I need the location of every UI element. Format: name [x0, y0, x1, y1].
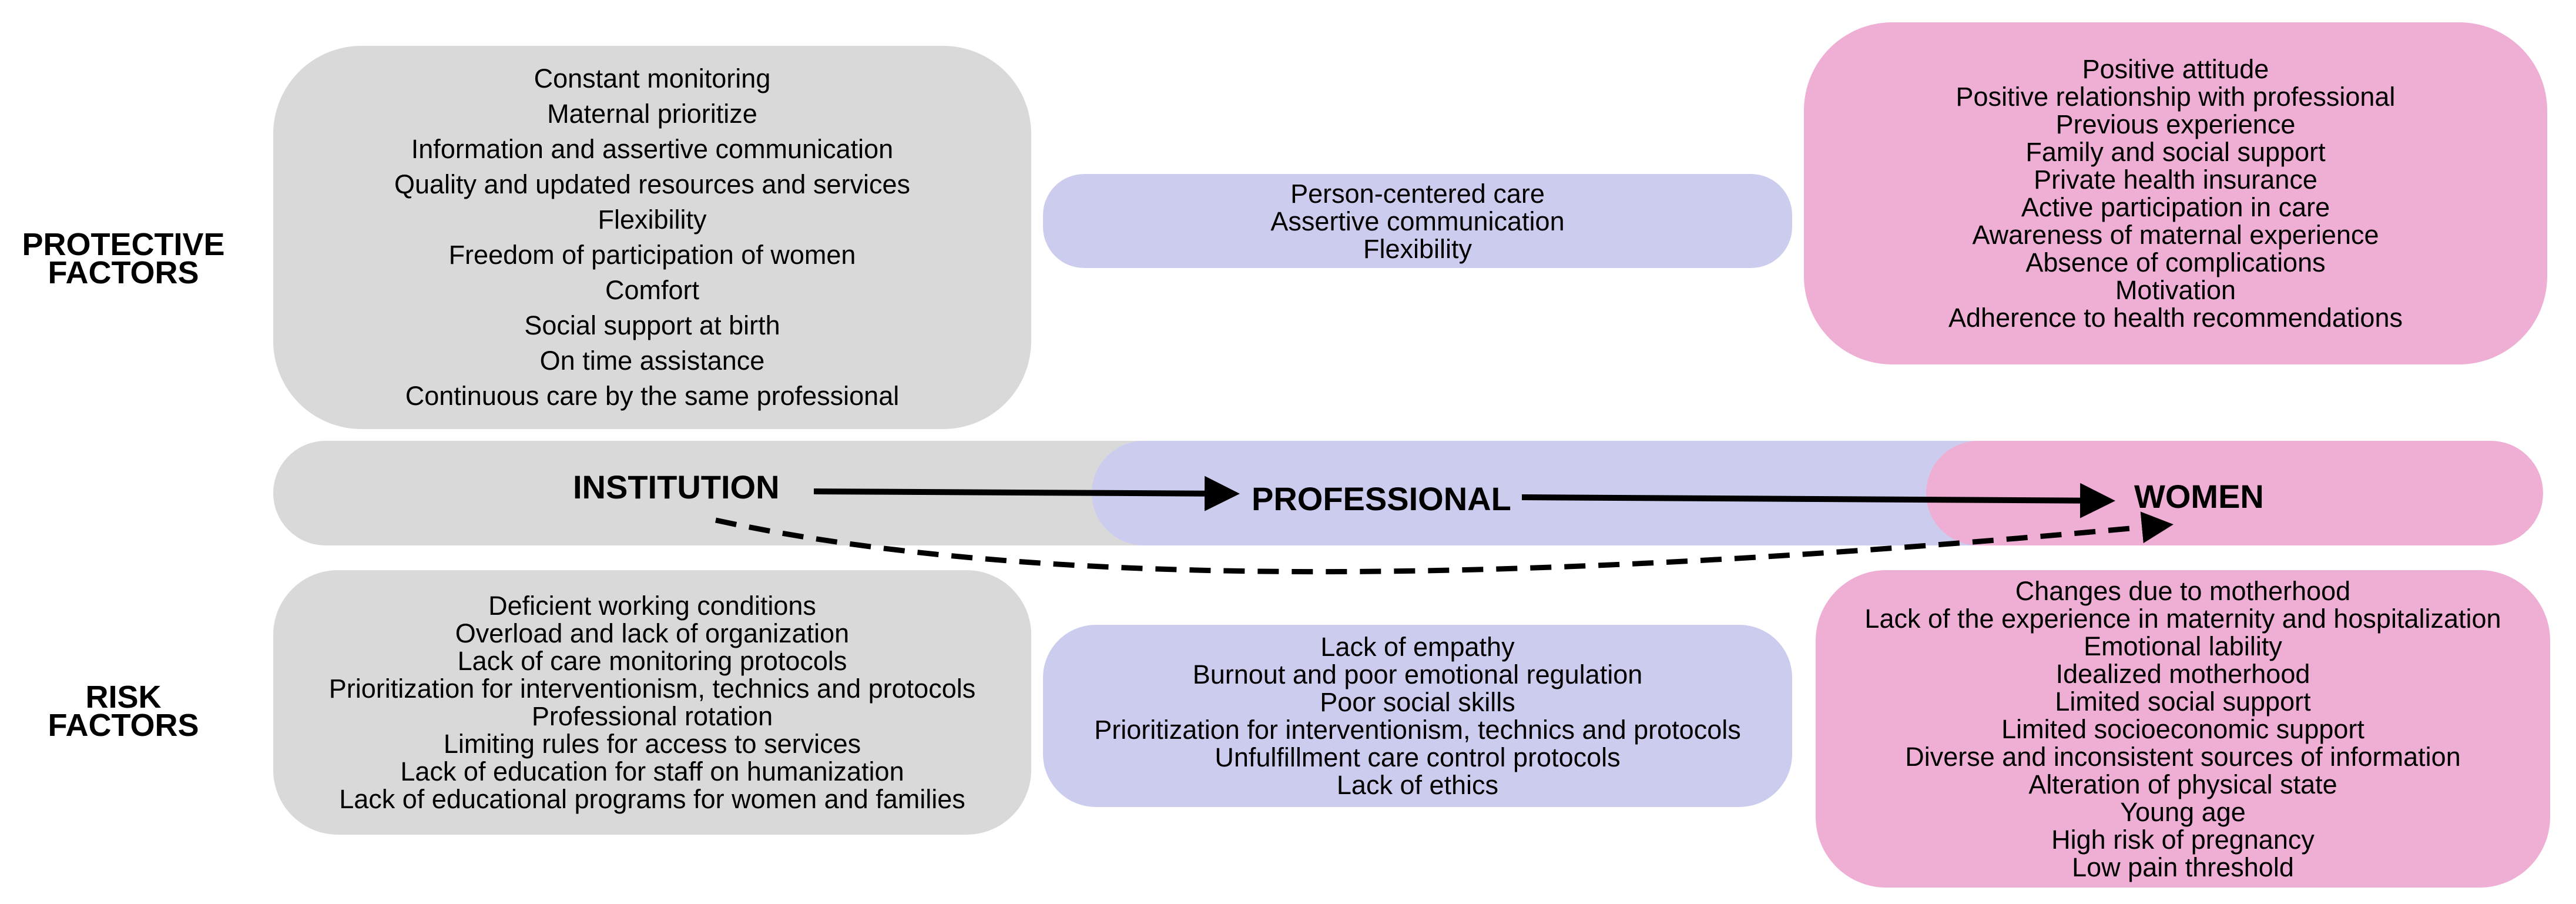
factor-item: Social support at birth — [524, 310, 780, 340]
risk-label-line1: RISK — [85, 679, 162, 715]
factor-item: Person-centered care — [1290, 178, 1545, 209]
factor-item: Flexibility — [598, 205, 707, 235]
factor-item: Positive relationship with professional — [1956, 82, 2396, 112]
factor-item: Prioritization for interventionism, tech… — [328, 674, 976, 704]
protective-label-line1: PROTECTIVE — [22, 227, 225, 262]
factor-item: Lack of the experience in maternity and … — [1864, 603, 2501, 634]
factor-item: Idealized motherhood — [2055, 658, 2310, 689]
factor-item: Freedom of participation of women — [448, 240, 856, 270]
factor-item: Unfulfillment care control protocols — [1215, 742, 1621, 772]
factor-item: Positive attitude — [2082, 54, 2269, 84]
node-institution: INSTITUTION — [573, 468, 780, 505]
arrow-institution-to-women-dashed — [715, 511, 2174, 575]
factor-item: Motivation — [2115, 275, 2236, 305]
factor-item: Active participation in care — [2021, 192, 2330, 222]
factor-item: Low pain threshold — [2072, 852, 2294, 882]
factor-item: Alteration of physical state — [2028, 769, 2337, 799]
factor-item: Poor social skills — [1320, 687, 1515, 717]
factor-item: Diverse and inconsistent sources of info… — [1905, 741, 2461, 772]
factor-item: Burnout and poor emotional regulation — [1192, 659, 1643, 689]
factor-item: Lack of education for staff on humanizat… — [400, 756, 904, 786]
factor-item: Constant monitoring — [534, 63, 771, 93]
factor-item: Professional rotation — [531, 701, 773, 731]
factor-item: Lack of ethics — [1336, 770, 1499, 800]
factor-item: Maternal prioritize — [547, 99, 757, 129]
arrow-institution-to-professional — [813, 476, 1240, 511]
factor-item: Flexibility — [1363, 233, 1473, 264]
factor-item: Adherence to health recommendations — [1948, 303, 2403, 333]
factor-item: Quality and updated resources and servic… — [394, 169, 910, 199]
factor-item: Deficient working conditions — [488, 591, 816, 621]
factor-item: Awareness of maternal experience — [1972, 220, 2379, 250]
factor-item: Lack of educational programs for women a… — [339, 784, 965, 814]
factor-item: Continuous care by the same professional — [405, 381, 900, 411]
women-band — [1926, 441, 2543, 545]
factor-item: Family and social support — [2025, 137, 2326, 167]
node-women: WOMEN — [2134, 478, 2264, 515]
factor-item: Overload and lack of organization — [455, 618, 850, 648]
factor-item: Limiting rules for access to services — [443, 729, 861, 759]
factor-item: Changes due to motherhood — [2015, 575, 2351, 606]
factor-item: Lack of care monitoring protocols — [457, 646, 847, 676]
factor-item: Previous experience — [2055, 109, 2296, 139]
node-professional: PROFESSIONAL — [1252, 480, 1511, 517]
factor-item: Lack of empathy — [1320, 632, 1515, 662]
risk-label-line2: FACTORS — [48, 708, 199, 743]
factor-item: On time assistance — [539, 346, 765, 376]
factor-item: Emotional lability — [2084, 631, 2282, 661]
arrow-professional-to-women — [1521, 483, 2115, 518]
factor-item: Absence of complications — [2025, 247, 2326, 277]
factor-item: Prioritization for interventionism, tech… — [1094, 715, 1741, 745]
protective-label-line2: FACTORS — [48, 255, 199, 290]
factor-item: Comfort — [605, 275, 699, 305]
protective-factors-label: PROTECTIVE FACTORS — [0, 227, 247, 290]
factor-item: Information and assertive communication — [411, 134, 894, 164]
factor-item: Assertive communication — [1270, 206, 1565, 236]
factor-item: Limited socioeconomic support — [2001, 714, 2364, 744]
factor-item: Limited social support — [2055, 686, 2311, 716]
factor-item: Private health insurance — [2034, 165, 2317, 195]
factor-item: High risk of pregnancy — [2051, 824, 2315, 855]
risk-factors-label: RISK FACTORS — [0, 679, 247, 743]
factor-item: Young age — [2120, 796, 2246, 827]
